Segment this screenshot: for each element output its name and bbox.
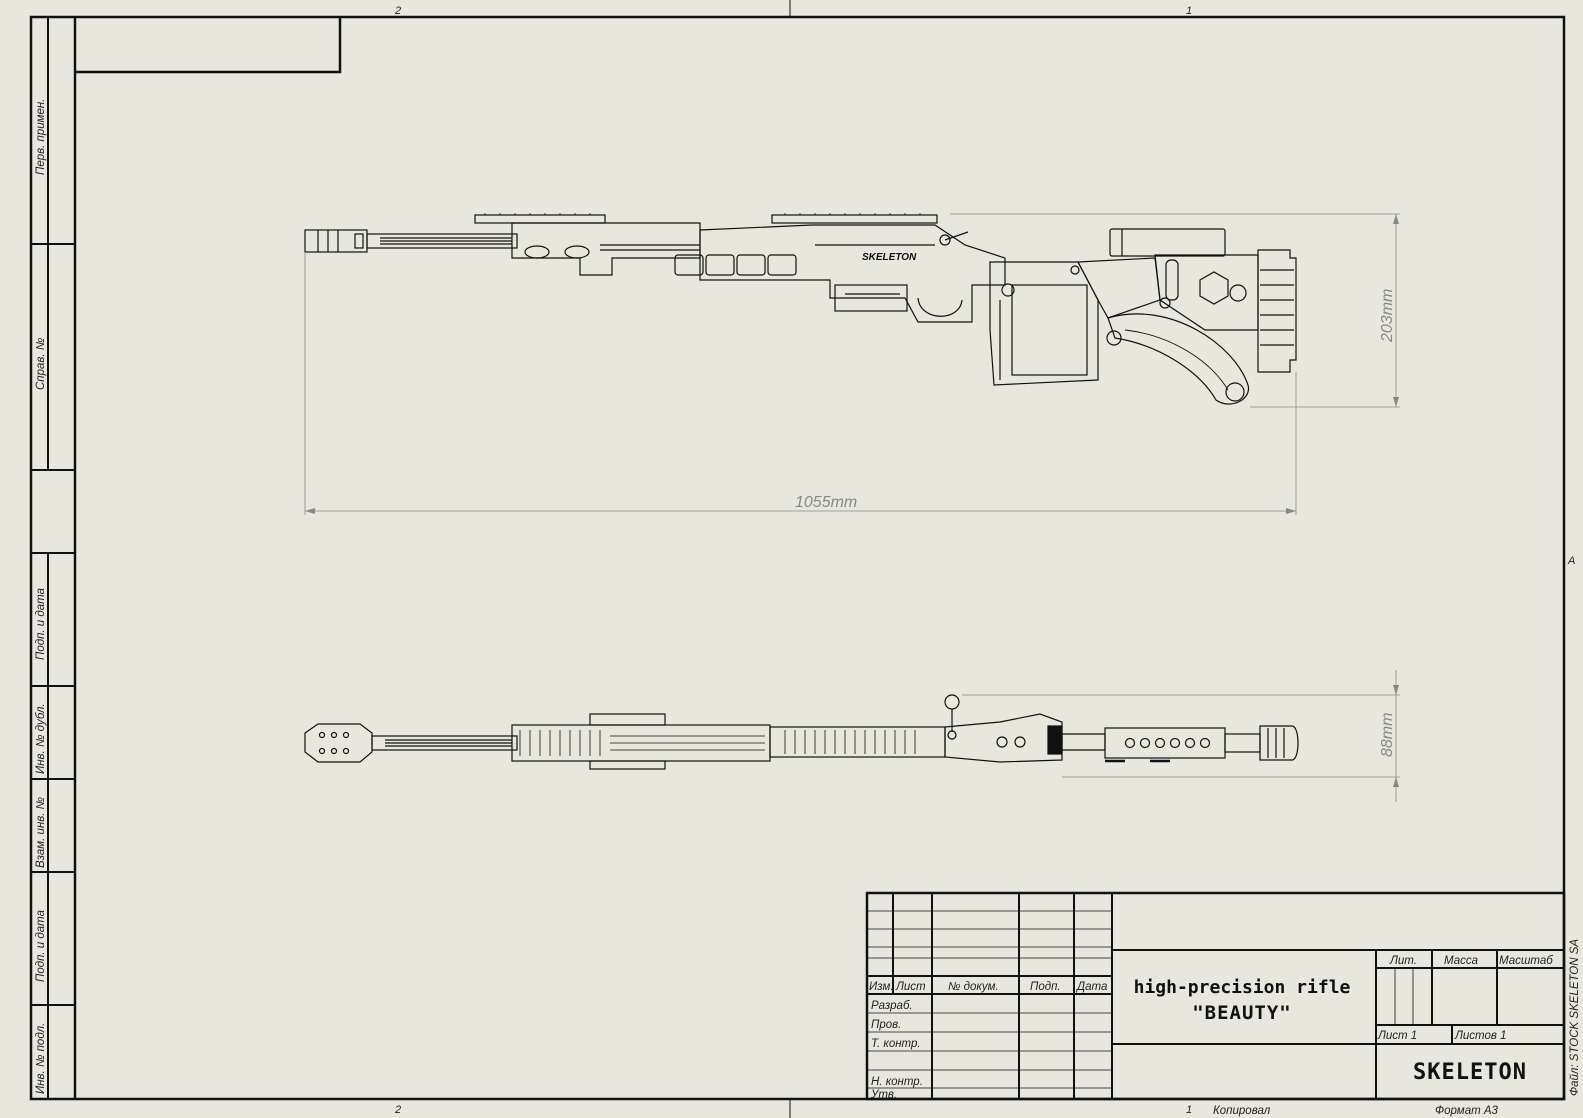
rifle-logo-label: SKELETON bbox=[862, 252, 917, 263]
tb-role-t-kontr: Т. контр. bbox=[871, 1038, 921, 1050]
tb-label-listov: Листов 1 bbox=[1454, 1030, 1506, 1042]
side-label-vzam-inv: Взам. инв. № bbox=[35, 796, 47, 868]
tb-role-razrab: Разраб. bbox=[871, 1000, 913, 1012]
tb-label-masshtab: Масштаб bbox=[1499, 955, 1553, 967]
dimension-overall-length: 1055mm bbox=[795, 494, 857, 511]
tb-role-utv: Утв. bbox=[870, 1089, 897, 1101]
tb-role-prov: Пров. bbox=[871, 1019, 901, 1031]
zone-marker-bottom-left: 2 bbox=[394, 1104, 401, 1116]
tb-header-izm: Изм. bbox=[869, 981, 894, 993]
side-label-podp-data-1: Подп. и дата bbox=[35, 588, 47, 660]
rifle-top-view bbox=[304, 694, 1299, 770]
dimension-lines-top bbox=[962, 670, 1400, 802]
side-label-perv-primen: Перв. примен. bbox=[35, 99, 47, 175]
dimension-top-width: 88mm bbox=[1379, 713, 1396, 757]
tb-label-list: Лист 1 bbox=[1377, 1030, 1417, 1042]
tb-header-data: Дата bbox=[1075, 981, 1107, 993]
tb-label-massa: Масса bbox=[1444, 955, 1478, 967]
drawing-title-line1: high-precision rifle bbox=[1134, 977, 1351, 998]
footer-format: Формат A3 bbox=[1435, 1105, 1499, 1117]
tb-role-n-kontr: Н. контр. bbox=[871, 1076, 923, 1088]
tb-label-lit: Лит. bbox=[1389, 955, 1417, 967]
tb-header-podp: Подп. bbox=[1030, 981, 1061, 993]
side-label-podp-data-2: Подп. и дата bbox=[35, 910, 47, 982]
zone-marker-top-left: 2 bbox=[394, 5, 401, 17]
side-stamp-frame bbox=[31, 17, 75, 1099]
file-label: Файл: STOCK SKELETON SA bbox=[1569, 939, 1581, 1096]
sheet-frame bbox=[29, 0, 1566, 1118]
side-label-inv-dubl: Инв. № дубл. bbox=[35, 703, 47, 774]
company-logo-text: SKELETON bbox=[1413, 1060, 1527, 1085]
drawing-title-line2: "BEAUTY" bbox=[1192, 1002, 1292, 1024]
zone-marker-top-right: 1 bbox=[1186, 5, 1192, 17]
footer-kopiroval: Копировал bbox=[1213, 1105, 1271, 1117]
zone-marker-right: A bbox=[1567, 555, 1575, 567]
tb-header-no-dokum: № докум. bbox=[948, 981, 999, 993]
dimension-lines-side bbox=[304, 213, 1400, 515]
side-label-inv-podl: Инв. № подл. bbox=[35, 1023, 47, 1094]
dimension-side-height: 203mm bbox=[1379, 289, 1396, 343]
rifle-side-view: SKELETON bbox=[304, 213, 1297, 405]
side-label-sprav-no: Справ. № bbox=[35, 337, 47, 390]
title-block-frame bbox=[865, 891, 1566, 1101]
tb-header-list: Лист bbox=[895, 981, 926, 993]
zone-marker-bottom-right: 1 bbox=[1186, 1104, 1192, 1116]
